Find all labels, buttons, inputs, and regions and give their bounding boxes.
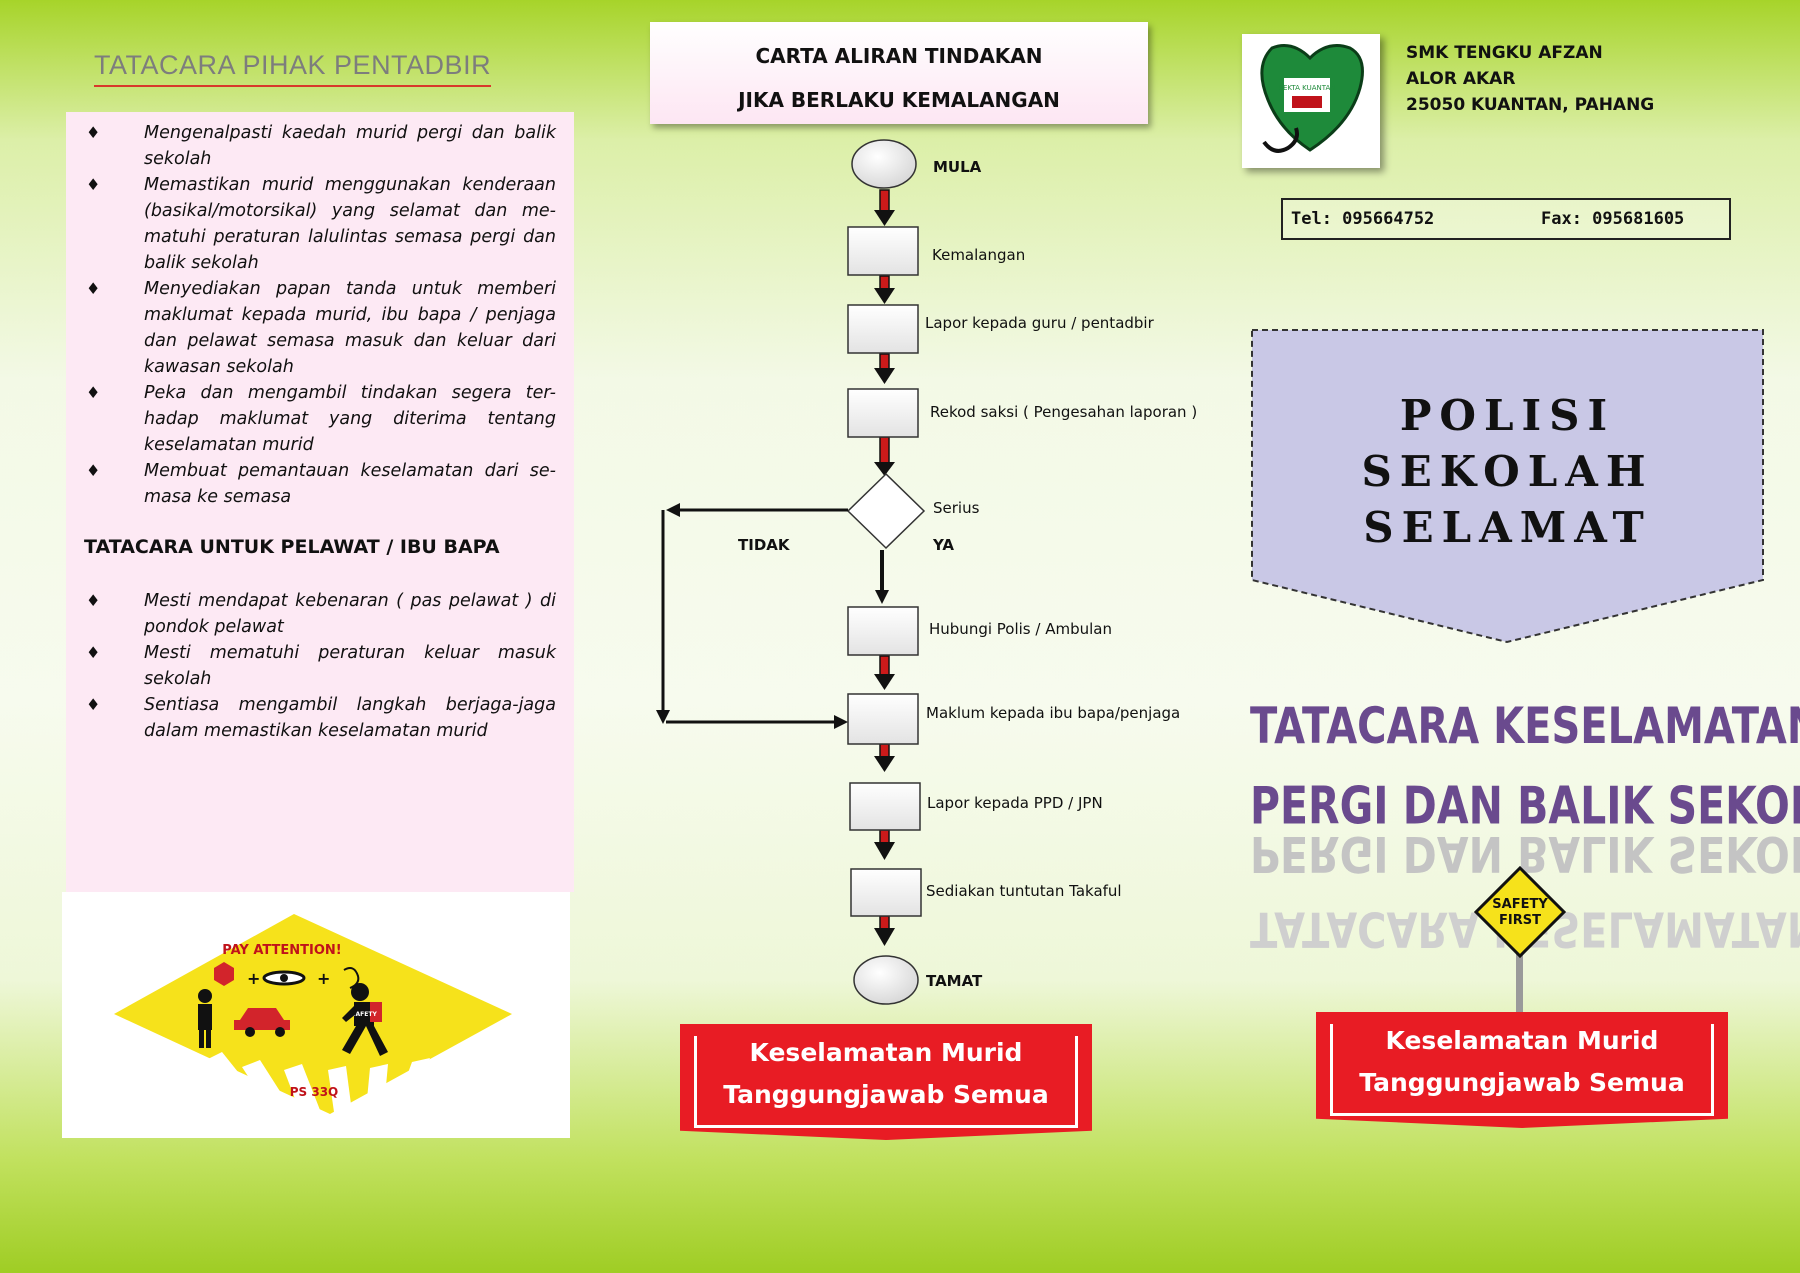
school-logo: SEKTA KUANTAN (1242, 34, 1380, 168)
list-item: ♦Mesti mematuhi peraturan keluar masuk s… (66, 640, 566, 692)
procedure-title-line1: TATACARA KESELAMATAN (1250, 698, 1800, 756)
flow-step-label: Rekod saksi ( Pengesahan laporan ) (930, 403, 1198, 421)
list-item: ♦Peka dan mengambil tindakan segera ter-… (66, 380, 566, 458)
flow-arrow (874, 436, 895, 476)
flow-box-takaful (850, 868, 922, 917)
list-item: ♦Mesti mendapat kebenaran ( pas pelawat … (66, 588, 566, 640)
bullet-diamond-icon: ♦ (86, 383, 101, 402)
flow-step-label: Lapor kepada PPD / JPN (927, 794, 1103, 812)
flow-arrow (874, 655, 895, 690)
flow-arrow (874, 829, 895, 860)
pedestrian-sign-icon: PAY ATTENTION! + + SAFETY PS 33Q (114, 914, 512, 1114)
flow-arrow (874, 915, 895, 946)
flow-yes-label: YA (933, 536, 955, 554)
slogan-line2: Tanggungjawab Semua (723, 1080, 1049, 1109)
flow-step-label: Hubungi Polis / Ambulan (929, 620, 1112, 638)
flow-box-lapor-ppd (849, 782, 921, 831)
visitor-heading: TATACARA UNTUK PELAWAT / IBU BAPA (84, 536, 500, 558)
flow-arrow (874, 743, 895, 772)
flow-step-label: Maklum kepada ibu bapa/penjaga (926, 704, 1181, 722)
flow-step-label: Sediakan tuntutan Takaful (926, 882, 1122, 900)
flow-no-branch (656, 503, 848, 729)
list-item: ♦Mengenalpasti kaedah murid pergi dan ba… (66, 120, 566, 172)
pay-attention-illustration: PAY ATTENTION! + + SAFETY PS 33Q (62, 892, 570, 1138)
logo-text: SEKTA KUANTAN (1279, 84, 1336, 92)
flow-start-oval (851, 139, 917, 189)
svg-text:+: + (317, 969, 330, 988)
flow-arrow (874, 189, 895, 226)
visitor-procedure-list: ♦Mesti mendapat kebenaran ( pas pelawat … (66, 588, 566, 744)
procedure-title-line2: PERGI DAN BALIK SEKOLAH (1250, 776, 1800, 836)
contact-box: Tel: 095664752 Fax: 095681605 (1281, 198, 1731, 240)
pentagon-shape (1251, 329, 1764, 644)
policy-title-line1: POLISI (1399, 391, 1616, 440)
flow-step-label: Lapor kepada guru / pentadbir (925, 314, 1154, 332)
fax-number: Fax: 095681605 (1541, 209, 1685, 229)
admin-procedure-list: ♦Mengenalpasti kaedah murid pergi dan ba… (66, 120, 566, 510)
flow-end-label: TAMAT (926, 972, 983, 990)
slogan-line1: Keselamatan Murid (749, 1038, 1023, 1067)
bullet-diamond-icon: ♦ (86, 591, 101, 610)
flow-arrows (874, 189, 895, 946)
bullet-diamond-icon: ♦ (86, 695, 101, 714)
safety-sign-line1: SAFETY (1492, 897, 1548, 912)
pay-attention-text: PAY ATTENTION! (222, 943, 342, 958)
list-item: ♦Membuat pemantauan keselamatan dari se-… (66, 458, 566, 510)
school-address-line: ALOR AKAR (1406, 69, 1516, 89)
admin-heading: TATACARA PIHAK PENTADBIR (94, 50, 492, 87)
flowchart-title-line2: JIKA BERLAKU KEMALANGAN (738, 88, 1060, 112)
slogan-line2: Tanggungjawab Semua (1359, 1068, 1685, 1097)
phone-number: Tel: 095664752 (1291, 209, 1435, 229)
list-item: ♦Menyediakan papan tanda untuk memberi m… (66, 276, 566, 380)
flowchart-title-line1: CARTA ALIRAN TINDAKAN (755, 44, 1043, 68)
safety-first-sign-icon: SAFETY FIRST (1474, 866, 1566, 1022)
flow-end-oval (853, 955, 919, 1005)
flow-box-maklum-ibu-bapa (847, 693, 919, 745)
bullet-diamond-icon: ♦ (86, 279, 101, 298)
safety-badge-text: SAFETY (351, 1011, 377, 1018)
safety-sign-line2: FIRST (1499, 913, 1541, 928)
list-item: ♦Memastikan murid menggunakan kenderaan … (66, 172, 566, 276)
policy-title-pentagon: POLISI SEKOLAH SELAMAT (1250, 328, 1765, 644)
svg-text:+: + (247, 969, 260, 988)
flow-arrow (874, 275, 895, 304)
list-item: ♦Sentiasa mengambil langkah berjaga-jaga… (66, 692, 566, 744)
bullet-diamond-icon: ♦ (86, 175, 101, 194)
flow-no-label: TIDAK (738, 536, 790, 554)
flow-start-label: MULA (933, 158, 982, 176)
right-slogan-banner: Keselamatan Murid Tanggungjawab Semua (1316, 1012, 1728, 1128)
flow-yes-branch (875, 550, 889, 604)
flow-decision-label: Serius (933, 499, 980, 517)
center-slogan-banner: Keselamatan Murid Tanggungjawab Semua (680, 1024, 1092, 1140)
flow-step-label: Kemalangan (932, 246, 1026, 264)
bullet-diamond-icon: ♦ (86, 123, 101, 142)
procedures-panel (66, 112, 574, 892)
flowchart-title: CARTA ALIRAN TINDAKAN JIKA BERLAKU KEMAL… (650, 22, 1148, 124)
policy-title-line2: SEKOLAH (1361, 447, 1654, 496)
school-crest-icon: SEKTA KUANTAN (1260, 44, 1364, 153)
sign-code-text: PS 33Q (290, 1085, 339, 1099)
school-name: SMK TENGKU AFZAN (1406, 43, 1603, 63)
school-address-line: 25050 KUANTAN, PAHANG (1406, 95, 1655, 115)
flow-box-rekod-saksi (847, 388, 919, 438)
flow-arrow (874, 353, 895, 384)
flow-decision-diamond (846, 472, 926, 550)
policy-title-line3: SELAMAT (1363, 503, 1652, 552)
slogan-line1: Keselamatan Murid (1385, 1026, 1659, 1055)
bullet-diamond-icon: ♦ (86, 461, 101, 480)
bullet-diamond-icon: ♦ (86, 643, 101, 662)
flow-box-kemalangan (847, 226, 919, 276)
school-address: SMK TENGKU AFZAN ALOR AKAR 25050 KUANTAN… (1406, 40, 1654, 118)
flow-box-lapor-guru (847, 304, 919, 354)
flow-box-hubungi-polis (847, 606, 919, 656)
